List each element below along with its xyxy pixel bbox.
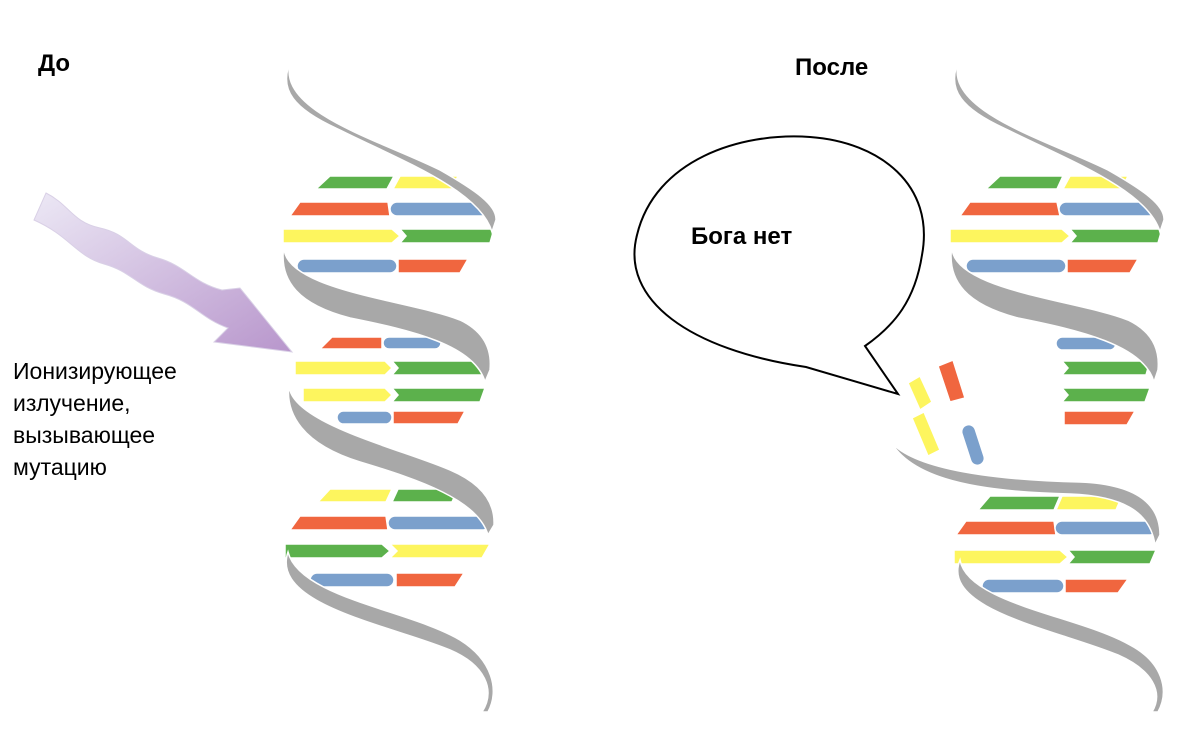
base-green — [284, 543, 392, 559]
fragment-yellow — [911, 410, 941, 458]
dna-after — [883, 57, 1165, 713]
base-pairs-bottom — [284, 488, 492, 588]
base-red — [318, 336, 383, 350]
base-blue — [296, 258, 398, 274]
base-yellow — [388, 543, 492, 559]
fragment-blue — [960, 423, 986, 467]
broken-fragments — [907, 359, 986, 467]
base-red — [288, 201, 391, 217]
dna-before — [282, 57, 497, 713]
base-green — [398, 228, 495, 244]
dna-backbone — [883, 57, 1165, 713]
base-pairs-top — [949, 175, 1163, 274]
after-label: После — [795, 54, 869, 81]
base-pairs-bottom — [953, 495, 1158, 594]
base-pairs-top — [282, 175, 495, 274]
base-yellow — [282, 228, 402, 244]
dna-backbone — [282, 57, 497, 713]
fragment-red — [937, 359, 966, 403]
base-red — [395, 572, 466, 588]
base-red — [288, 515, 389, 531]
base-green — [390, 387, 487, 403]
speech-bubble-icon — [633, 135, 925, 396]
fragment-yellow — [907, 374, 933, 412]
base-blue — [309, 572, 395, 588]
speech-bubble-text: Бога нет — [691, 223, 793, 250]
base-pairs-broken — [1055, 336, 1152, 426]
base-pairs-middle — [294, 336, 489, 425]
base-green — [314, 175, 396, 190]
base-yellow — [302, 387, 394, 403]
base-red — [397, 258, 470, 274]
base-yellow — [294, 360, 394, 376]
wavy-radiation-arrow-icon — [33, 192, 294, 353]
base-red — [392, 410, 467, 425]
radiation-caption: Ионизирующее излучение, вызывающее мутац… — [13, 358, 177, 480]
before-label: До — [38, 50, 71, 77]
base-yellow — [316, 488, 394, 503]
base-blue — [336, 410, 393, 425]
base-blue — [387, 515, 491, 531]
